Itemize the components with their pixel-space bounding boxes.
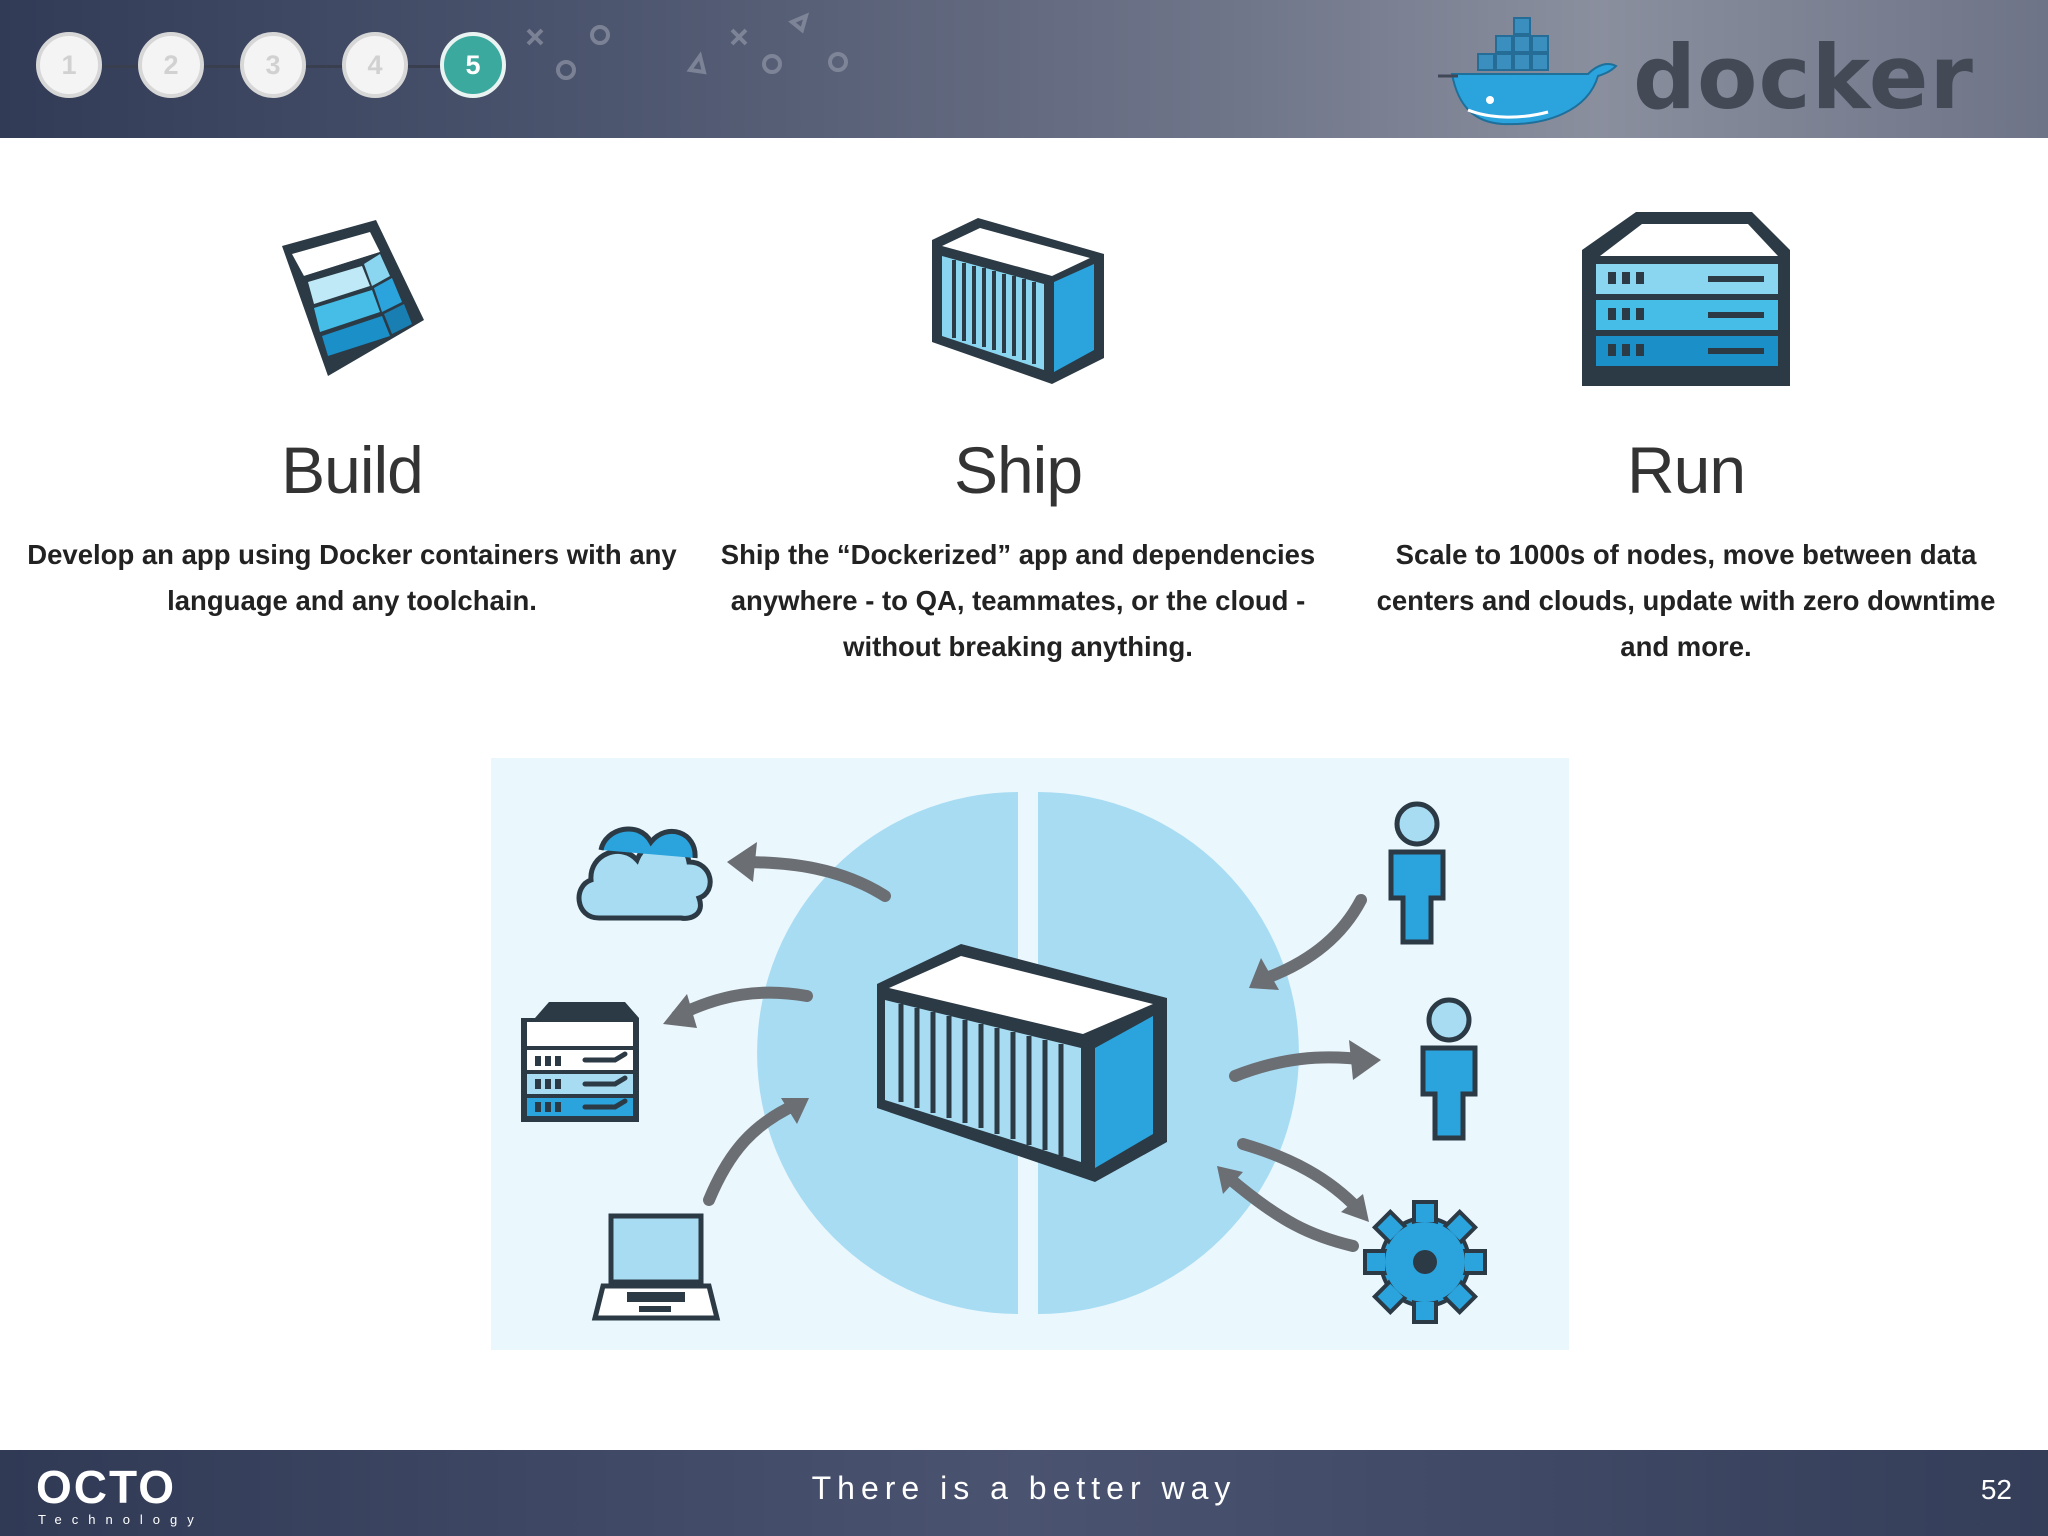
step-2[interactable]: 2 — [138, 32, 204, 98]
person-icon — [1420, 997, 1478, 1141]
gear-icon — [1363, 1200, 1487, 1324]
cloud-icon — [576, 826, 713, 921]
page-number: 52 — [1980, 1474, 2012, 1505]
pillar-title-ship: Ship — [953, 433, 1083, 507]
pillar-title-run: Run — [1626, 433, 1746, 507]
pillar-text-ship: Ship the “Dockerized” app and dependenci… — [720, 539, 1316, 662]
pillar-text-build: Develop an app using Docker containers w… — [27, 539, 677, 616]
arrow-heads — [663, 842, 1381, 1222]
layers-cube-icon — [282, 220, 424, 376]
server-icon — [521, 1002, 639, 1122]
pillar-ship: Ship Ship the “Dockerized” app and depen… — [688, 210, 1348, 662]
pillar-text-run: Scale to 1000s of nodes, move between da… — [1376, 539, 1996, 662]
pillar-run: Run Scale to 1000s of nodes, move betwee… — [1356, 210, 2016, 662]
pillar-title-build: Build — [281, 433, 424, 507]
docker-logo: docker — [1438, 10, 1973, 130]
docker-whale-icon — [1438, 17, 1618, 126]
footer-tagline: There is a better way — [811, 1470, 1237, 1506]
step-3[interactable]: 3 — [240, 32, 306, 98]
step-4[interactable]: 4 — [342, 32, 408, 98]
step-5-current[interactable]: 5 — [440, 32, 506, 98]
container-icon — [877, 944, 1167, 1182]
octo-subtitle: Technology — [38, 1512, 204, 1527]
slide-footer: OCTO Technology There is a better way 52 — [0, 1450, 2048, 1536]
progress-steps: 1 2 3 4 5 — [36, 32, 516, 102]
step-1[interactable]: 1 — [36, 32, 102, 98]
shipping-container-icon — [932, 218, 1104, 384]
octo-logo: OCTO Technology — [36, 1460, 206, 1530]
pillar-build: Build Develop an app using Docker contai… — [22, 210, 682, 616]
docker-flow-diagram — [491, 758, 1569, 1350]
decorative-symbols — [526, 12, 848, 80]
docker-wordmark: docker — [1633, 26, 1974, 129]
laptop-icon — [591, 1213, 721, 1321]
person-icon — [1388, 801, 1446, 945]
slide-header: 1 2 3 4 5 docker — [0, 0, 2048, 138]
octo-wordmark: OCTO — [36, 1461, 177, 1513]
flow-arrows — [671, 856, 1373, 1252]
server-rack-icon — [1582, 212, 1790, 386]
